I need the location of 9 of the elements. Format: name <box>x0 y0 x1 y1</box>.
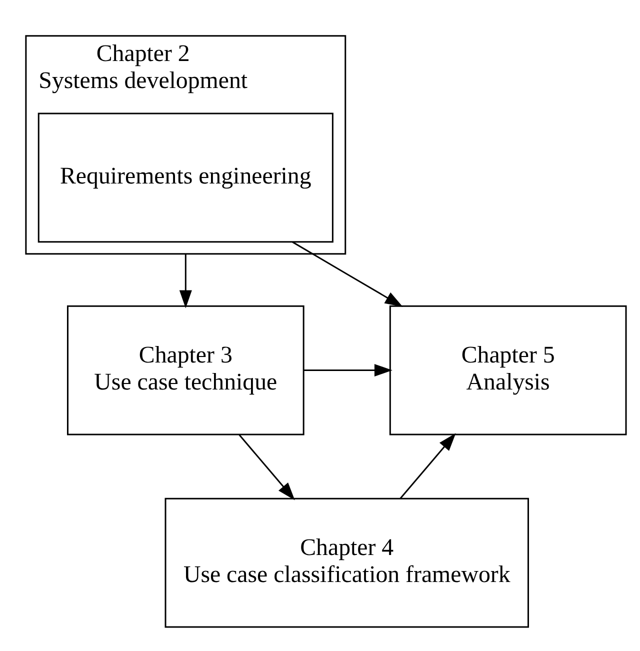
arrow <box>304 364 392 377</box>
arrow <box>179 254 192 308</box>
node-box: Requirements engineering <box>38 112 334 243</box>
arrow <box>238 434 295 500</box>
arrow <box>400 433 456 499</box>
node-box: Chapter 5 Analysis <box>389 305 627 436</box>
arrow <box>292 241 403 307</box>
node-box: Chapter 4 Use case classification framework <box>164 498 529 628</box>
node-box: Chapter 3 Use case technique <box>66 305 304 436</box>
